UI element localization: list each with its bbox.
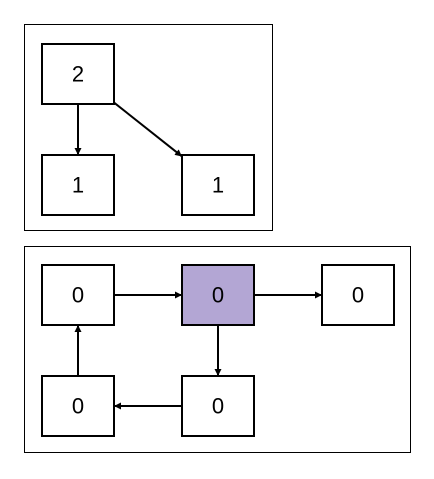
top-root-box <box>41 43 115 105</box>
top-left-child-label: 1 <box>72 173 84 198</box>
bottom-bottom-left-node: 0 <box>41 375 115 437</box>
bottom-top-left-node: 0 <box>41 264 115 326</box>
nodes-layer: 2 1 1 0 0 0 0 0 <box>41 43 395 437</box>
top-right-child-box <box>181 154 255 216</box>
bottom-top-right-box <box>321 264 395 326</box>
bottom-top-right-label: 0 <box>352 283 364 308</box>
top-right-child-label: 1 <box>212 173 224 198</box>
bottom-top-left-box <box>41 264 115 326</box>
bottom-bottom-middle-box <box>181 375 255 437</box>
bottom-bottom-middle-label: 0 <box>212 394 224 419</box>
top-left-child-box <box>41 154 115 216</box>
edges-layer <box>74 101 322 410</box>
bottom-top-right-node: 0 <box>321 264 395 326</box>
top-left-child-node: 1 <box>41 154 115 216</box>
bottom-top-middle-label: 0 <box>212 283 224 308</box>
bottom-bottom-left-label: 0 <box>72 394 84 419</box>
bottom-top-left-label: 0 <box>72 283 84 308</box>
top-edge-top-root-to-top-right-child <box>113 101 183 158</box>
bottom-bottom-left-box <box>41 375 115 437</box>
bottom-bottom-middle-node: 0 <box>181 375 255 437</box>
top-right-child-node: 1 <box>181 154 255 216</box>
top-root-node: 2 <box>41 43 115 105</box>
bottom-top-middle-box <box>181 264 255 326</box>
bottom-top-middle-node: 0 <box>181 264 255 326</box>
top-root-label: 2 <box>72 62 84 87</box>
